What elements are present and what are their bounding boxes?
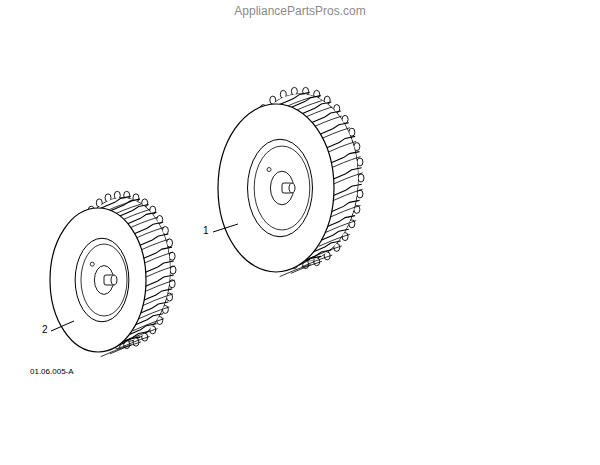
tread-lug: [332, 189, 363, 201]
tread-tooth: [167, 239, 173, 247]
leader-line: [51, 321, 74, 331]
tread-lug: [332, 173, 363, 185]
tread-lug: [138, 239, 169, 251]
wheel-rim: [248, 139, 313, 236]
tread-lug: [133, 227, 164, 239]
tread-tooth: [358, 174, 364, 182]
tread-tooth: [354, 143, 360, 151]
tire-sidewall: [218, 104, 334, 272]
tread-lug: [144, 280, 175, 292]
callout-number: 1: [203, 226, 209, 236]
valve-stem: [90, 262, 94, 266]
tread-tooth: [357, 158, 363, 166]
valve-stem: [267, 168, 271, 172]
figure-code: 01.06.005-A: [30, 368, 74, 376]
wheel: [218, 87, 364, 276]
tread-lug: [325, 141, 356, 153]
tread-lug: [330, 205, 361, 217]
leader-line: [213, 224, 238, 232]
callout-number: 2: [42, 325, 48, 335]
tread-lug: [138, 307, 169, 319]
wheel-rim: [75, 238, 129, 322]
tread-lug: [330, 157, 361, 169]
wheel-rim: [254, 146, 310, 230]
tire-sidewall: [50, 208, 146, 352]
wheel-rim: [81, 244, 127, 316]
axle: [289, 183, 295, 193]
axle: [111, 275, 117, 285]
watermark: AppliancePartsPros.com: [234, 5, 365, 17]
wheel: [50, 191, 176, 356]
